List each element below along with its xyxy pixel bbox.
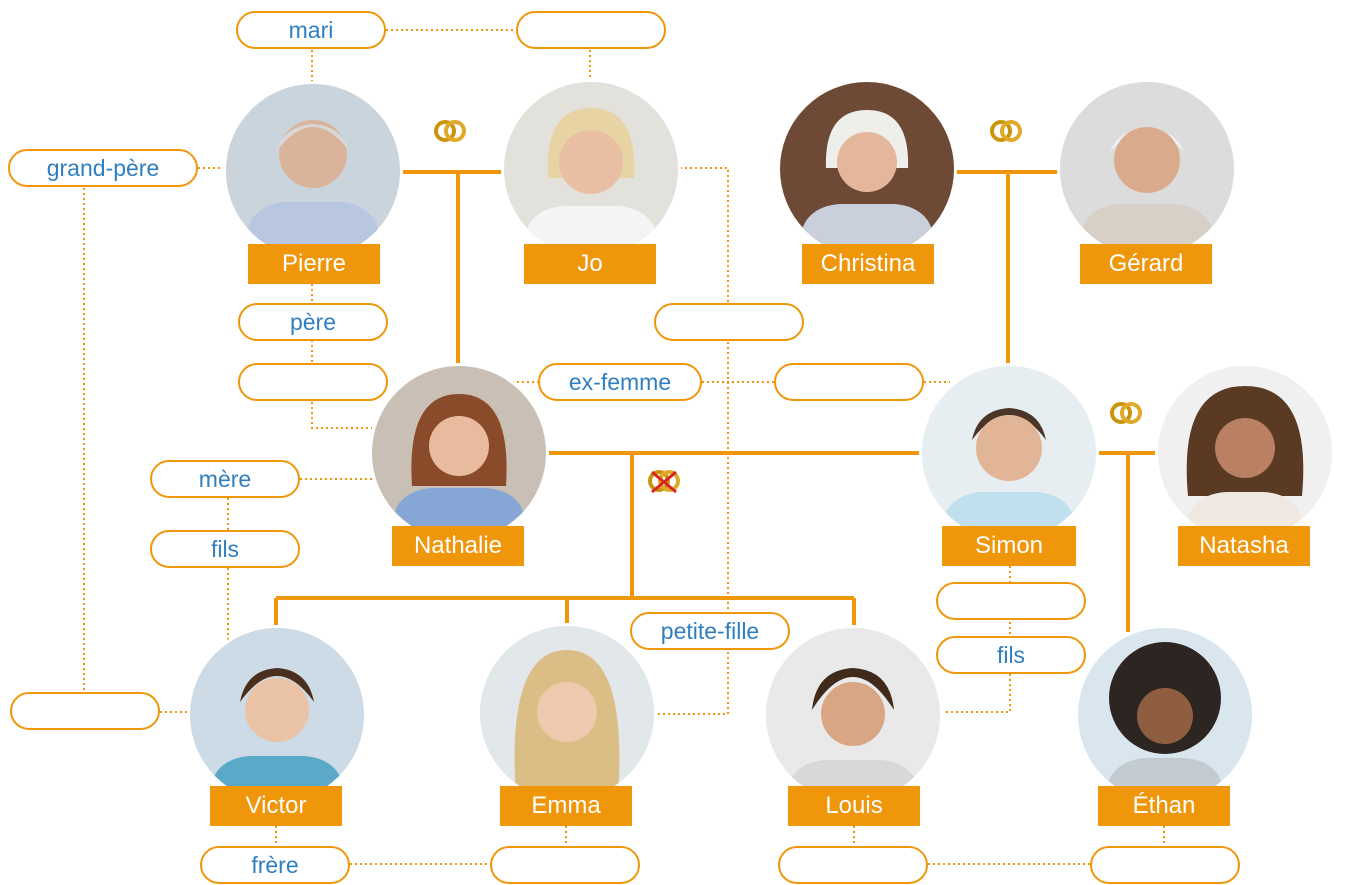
relation-mere: mère xyxy=(150,460,300,498)
name-victor: Victor xyxy=(210,786,342,826)
name-nathalie: Nathalie xyxy=(392,526,524,566)
name-simon: Simon xyxy=(942,526,1076,566)
victor-photo xyxy=(190,628,364,802)
name-jo: Jo xyxy=(524,244,656,284)
name-ethan: Éthan xyxy=(1098,786,1230,826)
relation-blank-ethan[interactable] xyxy=(1090,846,1240,884)
name-louis: Louis xyxy=(788,786,920,826)
simon-photo xyxy=(922,366,1096,540)
relation-pere: père xyxy=(238,303,388,341)
relation-fils-right: fils xyxy=(936,636,1086,674)
divorced-rings-icon xyxy=(646,468,682,494)
relation-blank-victor[interactable] xyxy=(10,692,160,730)
relation-ex-femme: ex-femme xyxy=(538,363,702,401)
pierre-photo xyxy=(226,84,400,258)
wedding-rings-icon xyxy=(432,118,468,144)
relation-blank-louis[interactable] xyxy=(778,846,928,884)
name-christina: Christina xyxy=(802,244,934,284)
christina-photo xyxy=(780,82,954,256)
louis-photo xyxy=(766,628,940,802)
relation-blank-emma[interactable] xyxy=(490,846,640,884)
relation-mari: mari xyxy=(236,11,386,49)
nathalie-photo xyxy=(372,366,546,540)
name-pierre: Pierre xyxy=(248,244,380,284)
relation-grand-pere: grand-père xyxy=(8,149,198,187)
relation-blank-below-pere[interactable] xyxy=(238,363,388,401)
relation-blank-jo[interactable] xyxy=(516,11,666,49)
ethan-photo xyxy=(1078,628,1252,802)
name-gerard: Gérard xyxy=(1080,244,1212,284)
natasha-photo xyxy=(1158,366,1332,540)
relation-fils-left: fils xyxy=(150,530,300,568)
wedding-rings-icon xyxy=(988,118,1024,144)
name-emma: Emma xyxy=(500,786,632,826)
relation-petite-fille: petite-fille xyxy=(630,612,790,650)
name-natasha: Natasha xyxy=(1178,526,1310,566)
relation-frere: frère xyxy=(200,846,350,884)
relation-blank-mid-top[interactable] xyxy=(654,303,804,341)
relation-blank-simon-top[interactable] xyxy=(936,582,1086,620)
relation-blank-mid-right[interactable] xyxy=(774,363,924,401)
jo-photo xyxy=(504,82,678,256)
gerard-photo xyxy=(1060,82,1234,256)
emma-photo xyxy=(480,626,654,800)
wedding-rings-icon xyxy=(1108,400,1144,426)
